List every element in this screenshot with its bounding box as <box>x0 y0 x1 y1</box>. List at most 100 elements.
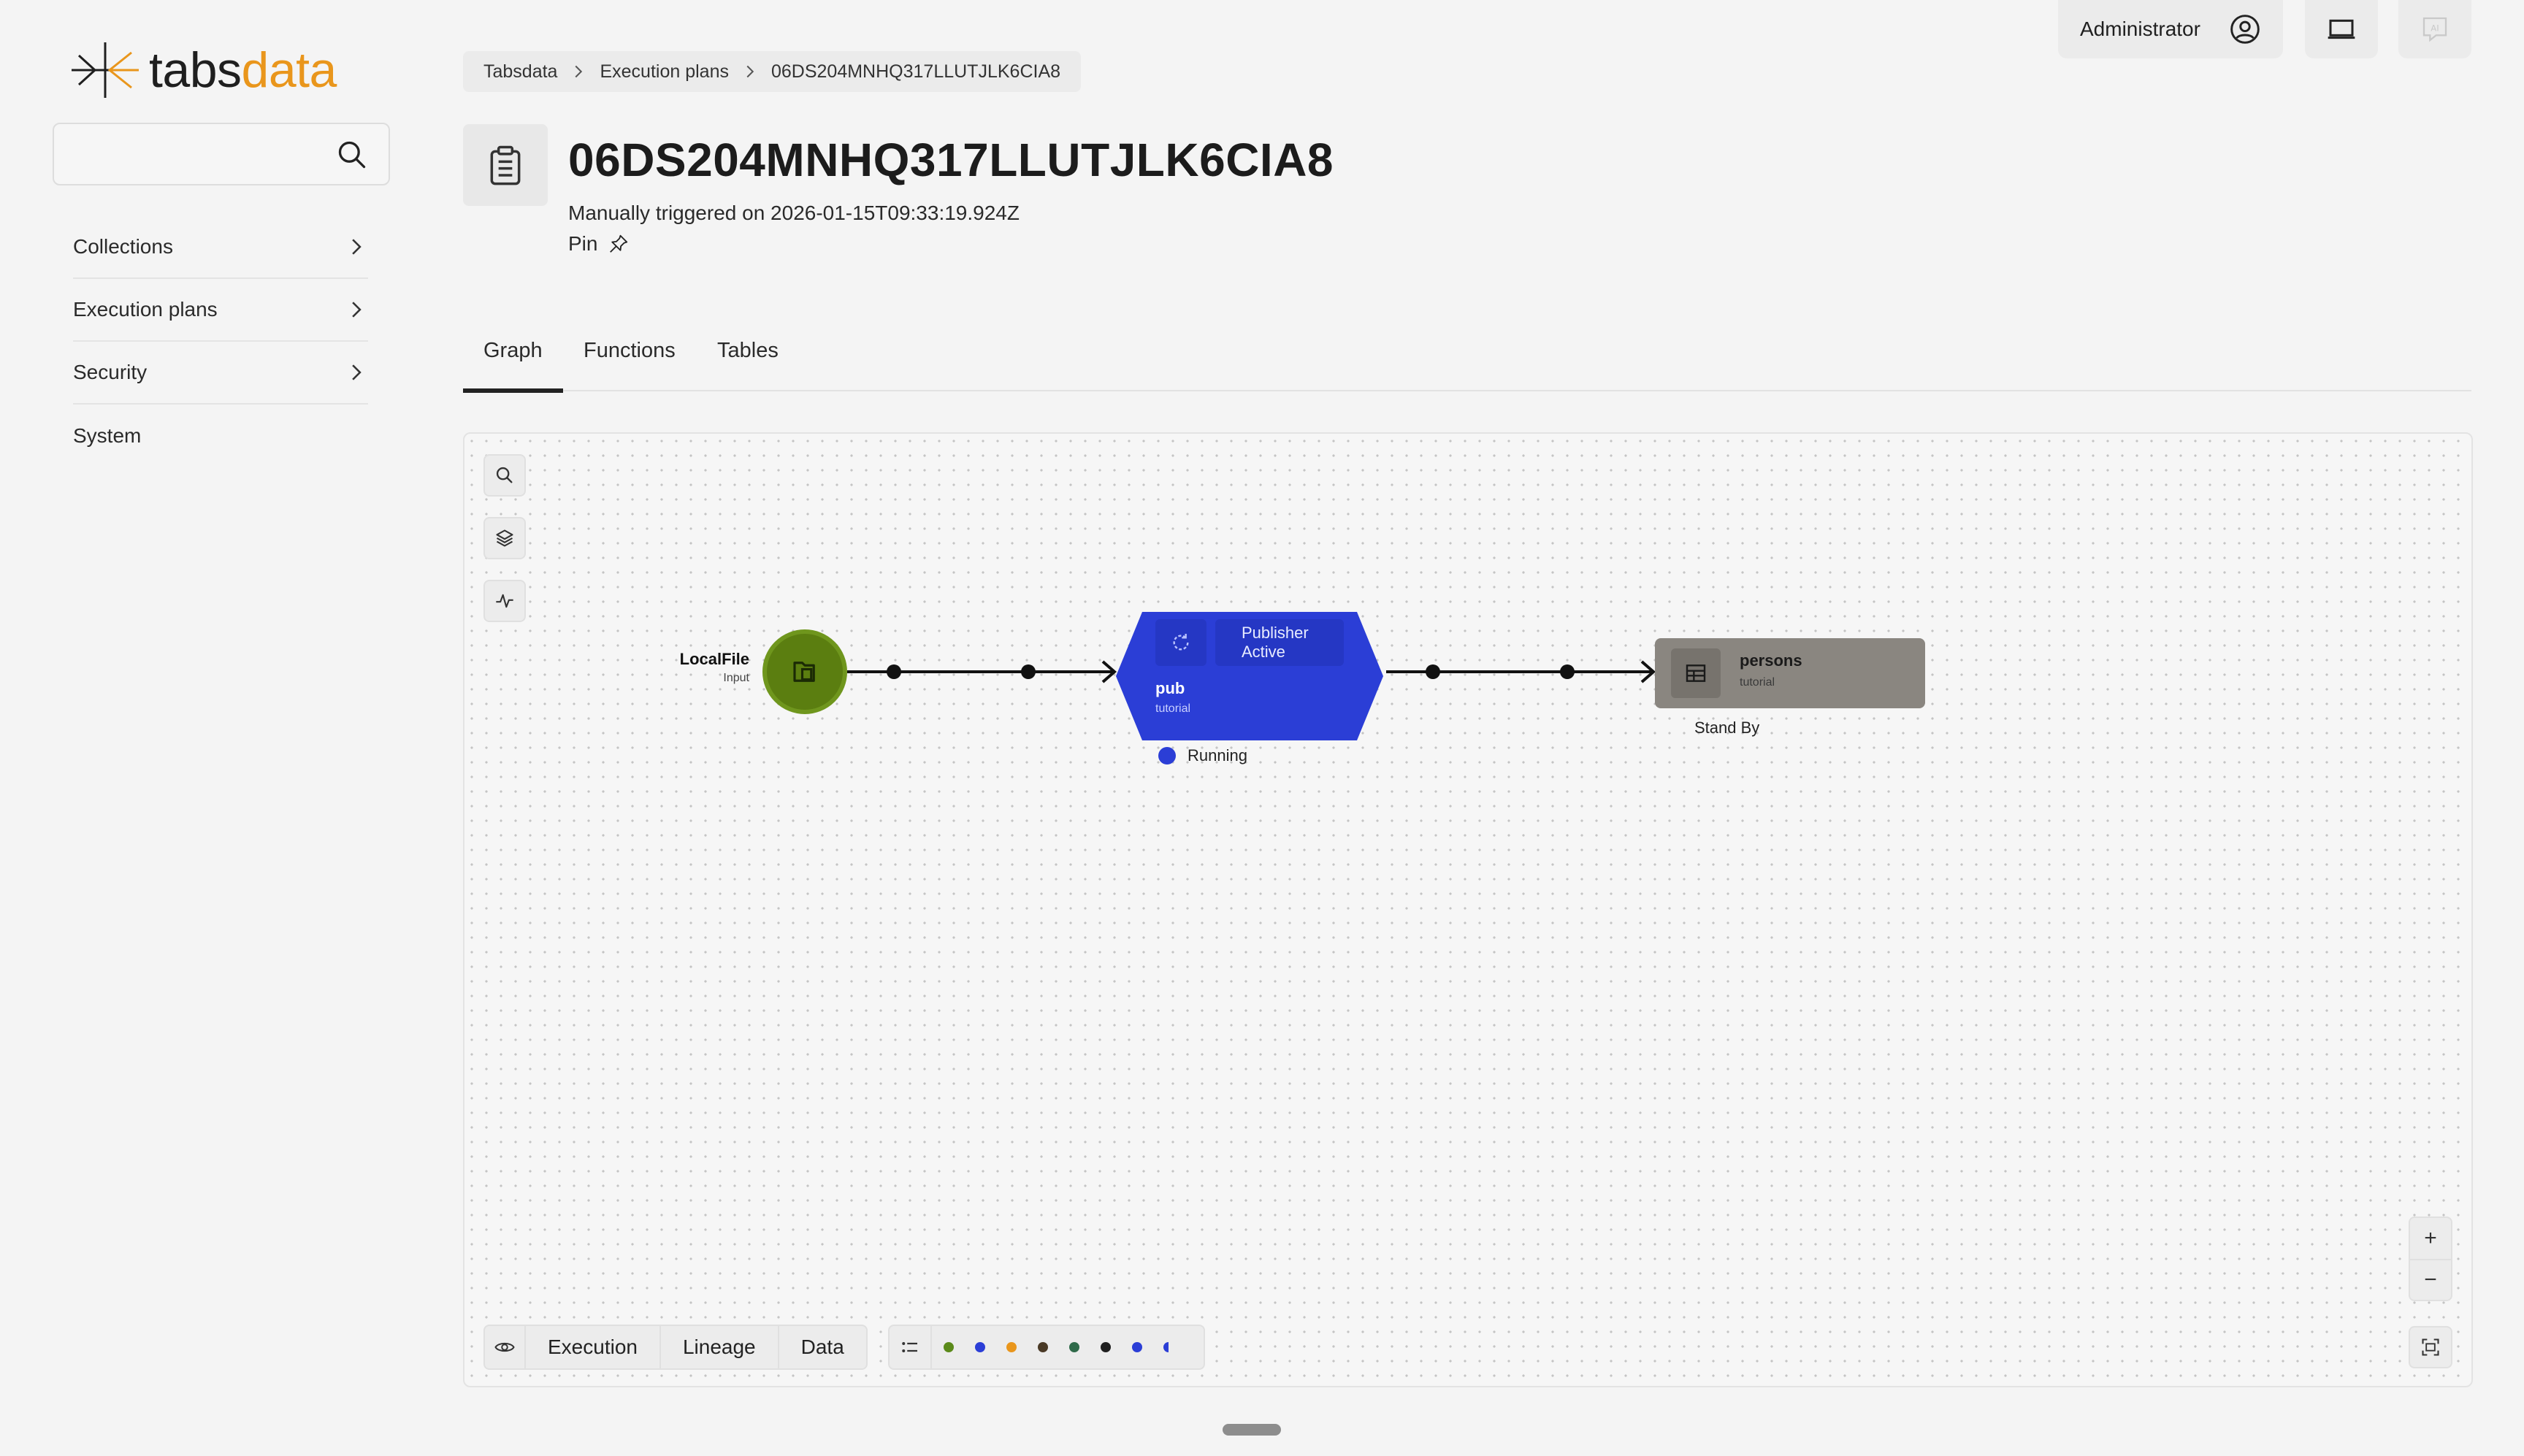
search-input[interactable] <box>53 123 390 185</box>
sidebar-item-label: Collections <box>73 235 173 258</box>
publisher-status-badge: Publisher Active <box>1215 619 1344 666</box>
node-table-persons[interactable]: persons tutorial <box>1655 638 1925 708</box>
pin-label: Pin <box>568 232 598 255</box>
graph-search-button[interactable] <box>483 454 526 497</box>
bottom-drag-handle[interactable] <box>1223 1424 1281 1436</box>
header-icon <box>463 124 548 206</box>
fit-screen-icon <box>2422 1338 2439 1356</box>
edge-pub-to-persons[interactable] <box>1386 660 1656 683</box>
visibility-toggle[interactable] <box>485 1326 526 1368</box>
pin-icon <box>610 234 628 253</box>
tab-bar: Graph Functions Tables <box>463 321 2471 393</box>
breadcrumb: Tabsdata Execution plans 06DS204MNHQ317L… <box>463 51 1082 92</box>
tab-tables[interactable]: Tables <box>717 339 779 362</box>
zoom-in-button[interactable]: + <box>2424 1226 2437 1250</box>
sidebar-item-label: System <box>73 424 142 447</box>
zoom-out-button[interactable]: − <box>2410 1259 2451 1300</box>
eye-icon <box>494 1342 515 1352</box>
breadcrumb-item-execution-plans[interactable]: Execution plans <box>600 61 729 82</box>
breadcrumb-item-current: 06DS204MNHQ317LLUTJLK6CIA8 <box>770 61 1061 82</box>
node-name: LocalFile <box>679 650 749 668</box>
sidebar-item-label: Execution plans <box>73 298 218 321</box>
user-menu-button[interactable]: Administrator <box>2058 0 2283 58</box>
sidebar-nav: Collections Execution plans Security Sys… <box>73 216 368 467</box>
table-icon <box>1686 664 1706 682</box>
publisher-refresh-badge <box>1155 619 1206 666</box>
sidebar-item-system[interactable]: System <box>73 405 368 467</box>
chevron-right-icon <box>352 302 362 318</box>
legend-dot[interactable] <box>1038 1342 1048 1352</box>
page-title: 06DS204MNHQ317LLUTJLK6CIA8 <box>568 134 1334 186</box>
sidebar-item-execution-plans[interactable]: Execution plans <box>73 279 368 342</box>
legend-dot[interactable] <box>1132 1342 1142 1352</box>
ai-chat-button[interactable]: AI <box>2398 0 2471 58</box>
layers-icon <box>496 529 513 547</box>
user-circle-icon <box>2230 15 2260 44</box>
legend-bar <box>888 1325 1205 1370</box>
fit-view-button[interactable] <box>2409 1326 2452 1368</box>
chevron-right-icon <box>352 364 362 380</box>
tab-graph[interactable]: Graph <box>463 339 563 393</box>
page-subtitle: Manually triggered on 2026-01-15T09:33:1… <box>568 202 1020 224</box>
logo-wordmark: tabsdata <box>149 42 337 99</box>
chevron-right-icon <box>746 65 754 78</box>
tabsdata-logo-icon <box>72 42 139 98</box>
legend-dot[interactable] <box>1069 1342 1079 1352</box>
graph-canvas[interactable]: LocalFile Input Publisher Active pub tut… <box>463 432 2473 1387</box>
node-kind: Input <box>723 672 749 684</box>
legend-dot[interactable] <box>944 1342 954 1352</box>
search-icon <box>496 467 513 483</box>
svg-text:AI: AI <box>2431 23 2439 34</box>
logo-wordmark-data: data <box>241 42 337 98</box>
graph-edges <box>847 660 1656 683</box>
chevron-right-icon <box>352 239 362 255</box>
tab-functions[interactable]: Functions <box>584 339 676 362</box>
legend-dot[interactable] <box>975 1342 985 1352</box>
breadcrumb-item-tabsdata[interactable]: Tabsdata <box>483 61 558 82</box>
zoom-controls: + − <box>2409 1216 2452 1301</box>
view-mode-bar: Execution Lineage Data <box>483 1325 868 1370</box>
legend-toggle[interactable] <box>890 1326 932 1368</box>
node-label-localfile: LocalFile Input <box>676 650 749 685</box>
pin-toggle[interactable]: Pin <box>568 232 630 256</box>
logo-wordmark-tabs: tabs <box>149 42 242 98</box>
file-copy-icon <box>793 662 815 682</box>
node-localfile[interactable] <box>762 629 847 714</box>
mode-execution-button[interactable]: Execution <box>526 1326 661 1368</box>
table-icon-wrap <box>1671 648 1721 698</box>
table-namespace: tutorial <box>1740 676 1775 689</box>
publisher-state: Running <box>1158 746 1247 765</box>
clipboard-icon <box>490 145 521 185</box>
table-state-label: Stand By <box>1694 719 1760 737</box>
table-name: persons <box>1740 651 1802 670</box>
sidebar-item-security[interactable]: Security <box>73 342 368 405</box>
publisher-name: pub <box>1155 679 1185 697</box>
publisher-namespace: tutorial <box>1155 702 1191 715</box>
mode-lineage-button[interactable]: Lineage <box>661 1326 779 1368</box>
graph-layers-button[interactable] <box>483 517 526 559</box>
chevron-right-icon <box>575 65 583 78</box>
publisher-status-line2: Active <box>1242 643 1285 661</box>
user-name: Administrator <box>2080 18 2200 40</box>
graph-activity-button[interactable] <box>483 580 526 622</box>
sidebar-item-label: Security <box>73 361 148 383</box>
list-icon <box>902 1342 917 1352</box>
app-logo[interactable]: tabsdata <box>69 39 337 101</box>
node-publisher-pub[interactable]: Publisher Active pub tutorial <box>1116 612 1383 740</box>
legend-dots <box>932 1342 1169 1352</box>
running-status-dot <box>1158 747 1176 765</box>
search-icon[interactable] <box>336 139 368 171</box>
mode-data-button[interactable]: Data <box>800 1336 844 1358</box>
publisher-status-line1: Publisher <box>1242 624 1309 642</box>
sidebar-item-collections[interactable]: Collections <box>73 216 368 279</box>
refresh-icon <box>1173 634 1189 651</box>
publisher-state-label: Running <box>1188 746 1247 765</box>
laptop-button[interactable] <box>2305 0 2378 58</box>
legend-dot[interactable] <box>1101 1342 1111 1352</box>
laptop-icon <box>2328 19 2355 39</box>
edge-localfile-to-pub[interactable] <box>847 660 1117 683</box>
ai-chat-icon: AI <box>2422 17 2447 42</box>
legend-dot[interactable] <box>1006 1342 1017 1352</box>
activity-icon <box>496 594 513 608</box>
legend-dot[interactable] <box>1163 1342 1169 1352</box>
